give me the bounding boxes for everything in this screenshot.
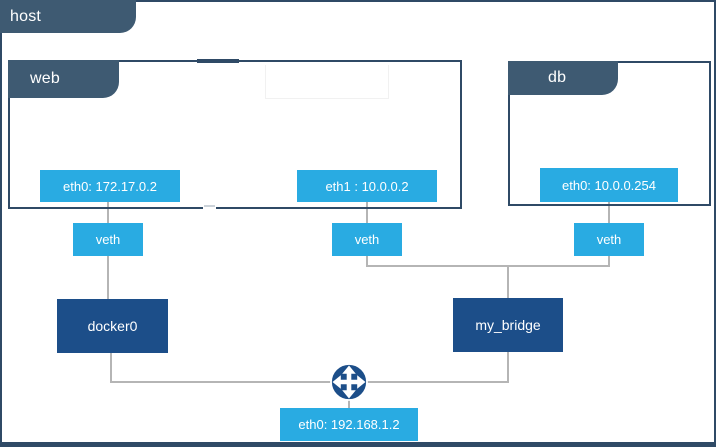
interface-chip-web-eth0: eth0: 172.17.0.2: [40, 170, 180, 202]
web-container-label: web: [30, 70, 60, 87]
veth-chip-middle: veth: [332, 223, 402, 256]
veth-middle-label: veth: [354, 232, 380, 247]
veth-left-label: veth: [95, 232, 121, 247]
db-eth0-label: eth0: 10.0.0.254: [562, 177, 656, 193]
tab-db-container: db: [508, 61, 618, 95]
host-eth0-label: eth0: 192.168.1.2: [298, 417, 400, 432]
veth-right-label: veth: [596, 232, 622, 247]
connector-veth-join-horizontal: [366, 265, 610, 267]
tab-host: host: [0, 0, 136, 33]
connector-db-eth0-veth: [608, 202, 610, 223]
artifact-border-blob: [197, 59, 239, 63]
artifact-border-notch: [203, 204, 216, 213]
interface-chip-db-eth0: eth0: 10.0.0.254: [540, 168, 678, 202]
connector-veth-docker0: [107, 256, 109, 299]
veth-chip-left: veth: [73, 223, 143, 256]
bridge-my-bridge: my_bridge: [453, 298, 563, 352]
connector-docker0-router-mybridge: [110, 381, 509, 383]
connector-veth-right-join: [608, 256, 610, 266]
router-icon: [329, 362, 369, 402]
artifact-border-notch-tick: [204, 205, 215, 207]
connector-veth-mid-join: [366, 256, 368, 266]
interface-chip-web-eth1: eth1 : 10.0.0.2: [297, 170, 437, 202]
connector-router-hosteth0: [348, 400, 350, 408]
host-interface-chip: eth0: 192.168.1.2: [280, 408, 418, 441]
bridge-docker0: docker0: [57, 299, 168, 353]
my-bridge-label: my_bridge: [475, 317, 541, 333]
connector-join-mybridge: [507, 265, 509, 298]
veth-chip-right: veth: [574, 223, 644, 256]
docker0-label: docker0: [87, 318, 138, 334]
db-container-label: db: [548, 69, 567, 86]
artifact-white-patch: [265, 65, 389, 99]
tab-web-container: web: [8, 60, 119, 98]
web-eth0-label: eth0: 172.17.0.2: [63, 178, 157, 194]
connector-web-eth0-veth: [107, 202, 109, 223]
connector-mybridge-down: [507, 352, 509, 381]
web-eth1-label: eth1 : 10.0.0.2: [325, 178, 409, 194]
host-label: host: [10, 7, 42, 25]
connector-web-eth1-veth: [366, 202, 368, 223]
connector-docker0-down: [110, 353, 112, 382]
